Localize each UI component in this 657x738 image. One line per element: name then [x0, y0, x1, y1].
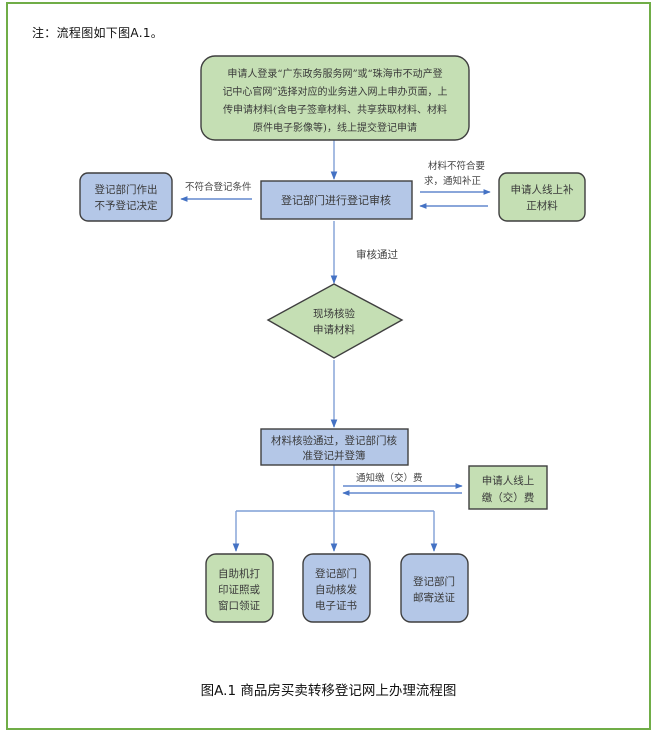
node-out1-line-1: 自助机打: [218, 567, 260, 580]
node-review: 登记部门进行登记审核: [260, 180, 413, 220]
node-out2: 登记部门 自动核发 电子证书: [302, 553, 371, 623]
node-out3-line-1: 登记部门: [413, 575, 455, 588]
node-out2-line-1: 登记部门: [315, 567, 357, 580]
node-review-line-1: 登记部门进行登记审核: [281, 193, 391, 207]
node-pay-line-1: 申请人线上: [482, 474, 535, 487]
node-pay: 申请人线上 缴（交）费: [468, 465, 548, 510]
node-supplement-line-2: 正材料: [526, 199, 558, 212]
node-supplement-line-1: 申请人线上补: [511, 183, 574, 196]
node-supplement: 申请人线上补 正材料: [498, 172, 586, 222]
edge-label-supplement-2: 求，通知补正: [424, 175, 482, 187]
node-out2-line-2: 自动核发: [315, 583, 357, 596]
node-out3-line-2: 邮寄送证: [413, 591, 455, 604]
node-verify-line-2: 申请材料: [313, 323, 355, 336]
node-start-line-2: 记中心官网”选择对应的业务进入网上申办页面，上: [222, 85, 447, 98]
edge-label-reject: 不符合登记条件: [185, 181, 252, 193]
figure-caption: 图A.1 商品房买卖转移登记网上办理流程图: [200, 683, 457, 699]
node-out1: 自助机打 印证照或 窗口领证: [205, 553, 274, 623]
node-verify-line-1: 现场核验: [313, 307, 355, 320]
edge-label-passed: 审核通过: [356, 248, 398, 261]
node-approve-line-2: 准登记并登簿: [303, 449, 366, 462]
node-reject-line-1: 登记部门作出: [95, 183, 158, 196]
node-pay-line-2: 缴（交）费: [482, 491, 535, 504]
node-out1-line-3: 窗口领证: [218, 599, 260, 612]
node-out2-line-3: 电子证书: [315, 599, 357, 612]
node-approve-line-1: 材料核验通过，登记部门核: [271, 434, 397, 447]
node-start-line-4: 原件电子影像等)，线上提交登记申请: [253, 121, 417, 134]
edge-label-pay: 通知缴（交）费: [356, 472, 423, 484]
node-start: 申请人登录“广东政务服务网”或“珠海市不动产登 记中心官网”选择对应的业务进入网…: [200, 55, 470, 141]
node-verify: 现场核验 申请材料: [266, 283, 404, 359]
node-start-line-3: 传申请材料(含电子签章材料、共享获取材料、材料: [223, 103, 447, 116]
node-out3: 登记部门 邮寄送证: [400, 553, 469, 623]
node-start-line-1: 申请人登录“广东政务服务网”或“珠海市不动产登: [227, 67, 442, 80]
edge-label-supplement-1: 材料不符合要: [428, 160, 485, 172]
note-text: 注：流程图如下图A.1。: [32, 26, 164, 40]
figure-frame: [6, 2, 651, 730]
node-approve: 材料核验通过，登记部门核 准登记并登簿: [260, 428, 409, 466]
edges: [180, 140, 491, 552]
node-reject: 登记部门作出 不予登记决定: [79, 172, 173, 222]
node-reject-line-2: 不予登记决定: [95, 199, 158, 212]
node-out1-line-2: 印证照或: [218, 584, 260, 596]
